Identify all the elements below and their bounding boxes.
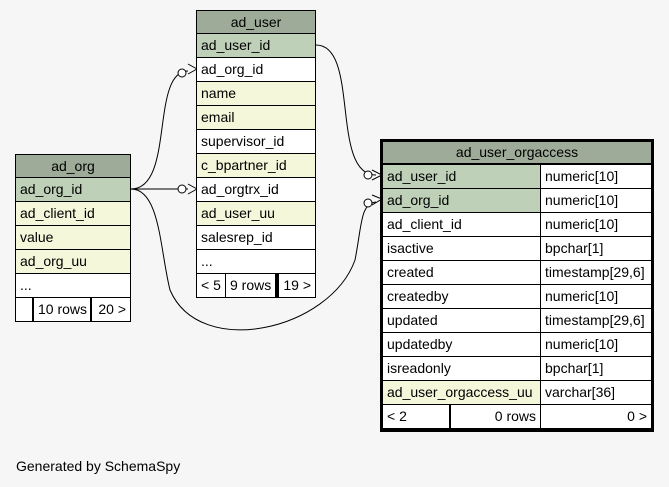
column-name: created xyxy=(383,261,540,284)
table-row[interactable]: ad_org_id xyxy=(197,58,315,81)
column-type: numeric[10] xyxy=(541,189,651,212)
table-row[interactable]: value xyxy=(16,226,130,249)
table-row[interactable]: salesrep_id xyxy=(197,226,315,249)
parents-link: < 2 xyxy=(383,405,449,428)
column-type: numeric[10] xyxy=(541,213,651,236)
row-count: 9 rows xyxy=(226,274,275,297)
column-name: ad_user_id xyxy=(383,165,540,188)
table-row[interactable]: c_bpartner_id xyxy=(197,154,315,177)
edge-end-circle xyxy=(363,170,373,180)
table-title: ad_org xyxy=(16,155,130,177)
generated-by-note: Generated by SchemaSpy xyxy=(16,458,181,474)
column-name: updated xyxy=(383,309,540,332)
edge-end-circle xyxy=(363,198,373,208)
column-name: ad_org_uu xyxy=(16,250,130,273)
edge-user-to-orgaccess xyxy=(315,44,377,176)
parents-link: < 5 xyxy=(197,274,225,297)
column-type: timestamp[29,6] xyxy=(541,309,651,332)
edge-end-circle xyxy=(177,68,187,78)
column-name: ad_client_id xyxy=(383,213,540,236)
table-row[interactable]: ad_orgtrx_id xyxy=(197,178,315,201)
table-row[interactable]: ... xyxy=(16,274,130,297)
edge-crowfoot xyxy=(187,183,198,195)
column-name: name xyxy=(197,82,315,105)
children-link: 19 > xyxy=(279,274,315,297)
column-type: numeric[10] xyxy=(541,165,651,188)
row-count: 0 rows xyxy=(451,405,540,428)
column-name: isactive xyxy=(383,237,540,260)
column-name: ad_user_uu xyxy=(197,202,315,225)
column-type: varchar[36] xyxy=(541,381,651,404)
column-name: createdby xyxy=(383,285,540,308)
column-name: ad_org_id xyxy=(383,189,540,212)
column-name: c_bpartner_id xyxy=(197,154,315,177)
edge-org-to-user-org xyxy=(130,70,189,190)
edge-org-to-orgaccess xyxy=(130,188,377,331)
table-title: ad_user_orgaccess xyxy=(383,142,651,163)
column-name: email xyxy=(197,106,315,129)
column-name: ad_orgtrx_id xyxy=(197,178,315,201)
table-row[interactable]: ... xyxy=(197,250,315,273)
column-type: bpchar[1] xyxy=(541,357,651,380)
column-name: value xyxy=(16,226,130,249)
column-name: ad_org_id xyxy=(197,58,315,81)
column-name: ad_org_id xyxy=(16,178,130,201)
parents-link xyxy=(16,298,32,321)
column-name: ... xyxy=(197,250,315,273)
column-type: numeric[10] xyxy=(541,333,651,356)
table-row[interactable]: ad_user_id xyxy=(197,34,315,57)
column-type: numeric[10] xyxy=(541,285,651,308)
table-row[interactable]: ad_user_uu xyxy=(197,202,315,225)
table-row[interactable]: ad_org_id xyxy=(16,178,130,201)
column-name: updatedby xyxy=(383,333,540,356)
column-name: ... xyxy=(16,274,130,297)
table-row[interactable]: ad_org_uu xyxy=(16,250,130,273)
table-title: ad_user xyxy=(197,11,315,33)
column-name: ad_user_id xyxy=(197,34,315,57)
column-type: bpchar[1] xyxy=(541,237,651,260)
edge-end-circle xyxy=(177,184,187,194)
column-name: isreadonly xyxy=(383,357,540,380)
table-row[interactable]: ad_client_id xyxy=(16,202,130,225)
table-row[interactable]: supervisor_id xyxy=(197,130,315,153)
children-link: 20 > xyxy=(92,298,130,321)
children-link: 0 > xyxy=(541,405,651,428)
column-name: ad_client_id xyxy=(16,202,130,225)
row-count: 10 rows xyxy=(34,298,90,321)
column-name: supervisor_id xyxy=(197,130,315,153)
table-row[interactable]: name xyxy=(197,82,315,105)
edge-crowfoot xyxy=(187,63,198,75)
column-name: ad_user_orgaccess_uu xyxy=(383,381,540,404)
column-type: timestamp[29,6] xyxy=(541,261,651,284)
table-row[interactable]: email xyxy=(197,106,315,129)
column-name: salesrep_id xyxy=(197,226,315,249)
